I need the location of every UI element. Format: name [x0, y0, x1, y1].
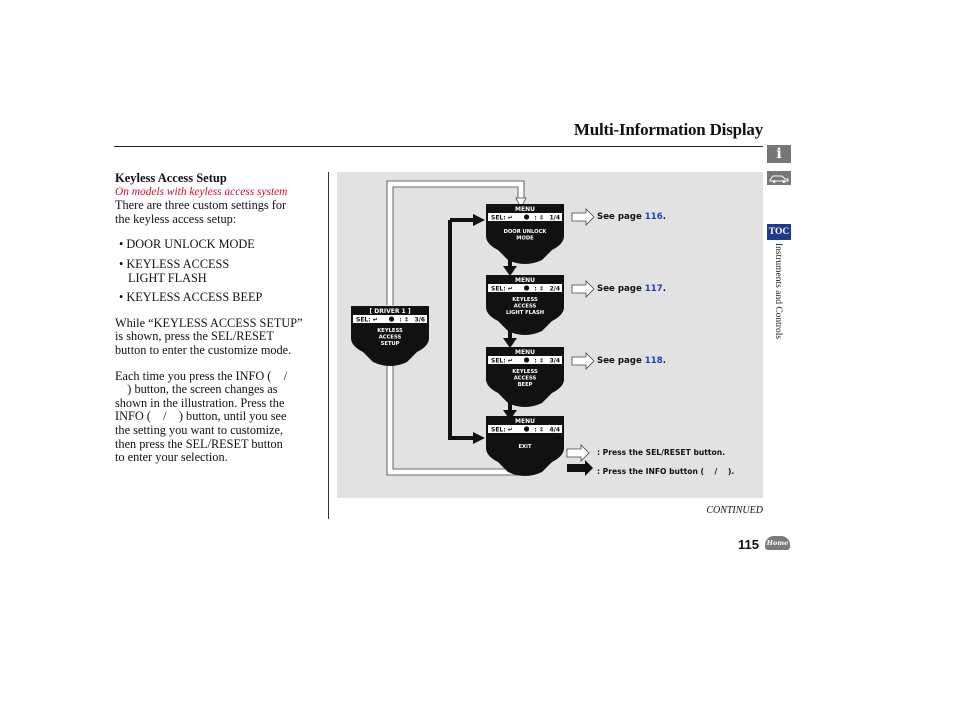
intro-line: the keyless access setup:: [115, 211, 237, 226]
para-line: INFO ( / ) button, until you see: [115, 409, 287, 424]
screen-line: ACCESS: [514, 304, 537, 310]
toc-button[interactable]: TOC: [767, 224, 791, 240]
screen-line: ACCESS: [379, 335, 402, 341]
screen-sel: SEL: ↵: [491, 286, 513, 293]
down-outline-arrowhead: [515, 197, 527, 209]
screen-updown: : ⇕: [534, 215, 544, 222]
info-icon[interactable]: i: [767, 145, 791, 163]
screen-header: MENU: [515, 206, 535, 213]
screen-updown: : ⇕: [534, 358, 544, 365]
bullet-item: • DOOR UNLOCK MODE: [119, 237, 255, 252]
para-line: to enter your selection.: [115, 450, 228, 465]
screen-line: KEYLESS: [377, 328, 403, 334]
model-note: On models with keyless access system: [115, 185, 288, 198]
screen-line: DOOR UNLOCK: [504, 229, 548, 235]
screen-page: 2/4: [549, 286, 560, 293]
screen-line: LIGHT FLASH: [506, 310, 544, 316]
see-page-label: See page 118.: [597, 356, 666, 366]
para-line: ) button, the screen changes as: [115, 382, 278, 397]
screen-updown: : ⇕: [399, 317, 409, 324]
para-line: then press the SEL/RESET button: [115, 436, 283, 451]
screen-page: 1/4: [549, 215, 560, 222]
screen-sel: SEL: ↵: [356, 317, 378, 324]
screen-line: KEYLESS: [512, 369, 538, 375]
screen-line: SETUP: [381, 341, 400, 347]
screen-page: 3/6: [414, 317, 425, 324]
legend-info: : Press the INFO button ( / ).: [597, 467, 735, 476]
column-divider: [328, 172, 329, 519]
section-tab[interactable]: Instruments and Controls: [773, 243, 783, 340]
para-line: the setting you want to customize,: [115, 422, 284, 437]
bullet-item-continued: LIGHT FLASH: [128, 270, 207, 285]
para-line: While “KEYLESS ACCESS SETUP”: [115, 315, 303, 330]
info-arrowhead-top: [473, 214, 485, 226]
section-heading: Keyless Access Setup: [115, 171, 227, 185]
screen-page: 4/4: [549, 427, 560, 434]
page-link-116[interactable]: 116: [644, 212, 663, 222]
screen-updown: : ⇕: [534, 427, 544, 434]
screen-page: 3/4: [549, 358, 560, 365]
home-button[interactable]: Home: [765, 536, 790, 550]
screen-updown: : ⇕: [534, 286, 544, 293]
bullet-item: • KEYLESS ACCESS: [119, 256, 230, 271]
screen-sel: SEL: ↵: [491, 358, 513, 365]
page-number: 115: [738, 537, 759, 552]
screen-line: MODE: [516, 236, 534, 242]
screen-header: MENU: [515, 349, 535, 356]
para-line: button to enter the customize mode.: [115, 342, 292, 357]
screen-header: MENU: [515, 418, 535, 425]
see-page-label: See page 116.: [597, 212, 666, 222]
intro-line: There are three custom settings for: [115, 198, 287, 213]
screen-header: [ DRIVER 1 ]: [369, 308, 410, 315]
screen-header: MENU: [515, 277, 535, 284]
flow-diagram-svg: [ DRIVER 1 ]SEL: ↵: ⇕3/6KEYLESSACCESSSET…: [351, 180, 595, 476]
para-line: Each time you press the INFO ( /: [115, 368, 288, 383]
see-page-label: See page 117.: [597, 284, 666, 294]
info-arrowhead-bottom: [473, 432, 485, 444]
page-link-118[interactable]: 118: [644, 356, 663, 366]
header-rule: [114, 146, 763, 147]
para-line: shown in the illustration. Press the: [115, 395, 285, 410]
legend-info-arrow: [567, 460, 593, 476]
legend-sel-reset: : Press the SEL/RESET button.: [597, 448, 726, 457]
screen-sel: SEL: ↵: [491, 215, 513, 222]
car-icon[interactable]: [767, 170, 791, 185]
screen-line: EXIT: [518, 444, 531, 450]
see-page-arrows: [566, 208, 595, 462]
driver-screen-shape: [ DRIVER 1 ] SEL: ↵ : ⇕ 3/6KEYLESSACCESSSET…: [351, 306, 429, 366]
continued-label: CONTINUED: [706, 505, 763, 516]
page-link-117[interactable]: 117: [644, 284, 663, 294]
screen-sel: SEL: ↵: [491, 427, 513, 434]
left-column: Keyless Access Setup On models with keyl…: [115, 171, 320, 465]
info-path: [448, 218, 475, 440]
driver-screen: [351, 306, 427, 350]
page-title: Multi-Information Display: [573, 120, 763, 139]
screen-line: BEEP: [518, 382, 533, 388]
para-line: is shown, press the SEL/RESET: [115, 329, 274, 344]
screen-line: ACCESS: [514, 376, 537, 382]
bullet-item: • KEYLESS ACCESS BEEP: [119, 290, 263, 305]
screen-line: KEYLESS: [512, 297, 538, 303]
screens-group: [ DRIVER 1 ]SEL: ↵: ⇕3/6KEYLESSACCESSSET…: [351, 204, 564, 476]
